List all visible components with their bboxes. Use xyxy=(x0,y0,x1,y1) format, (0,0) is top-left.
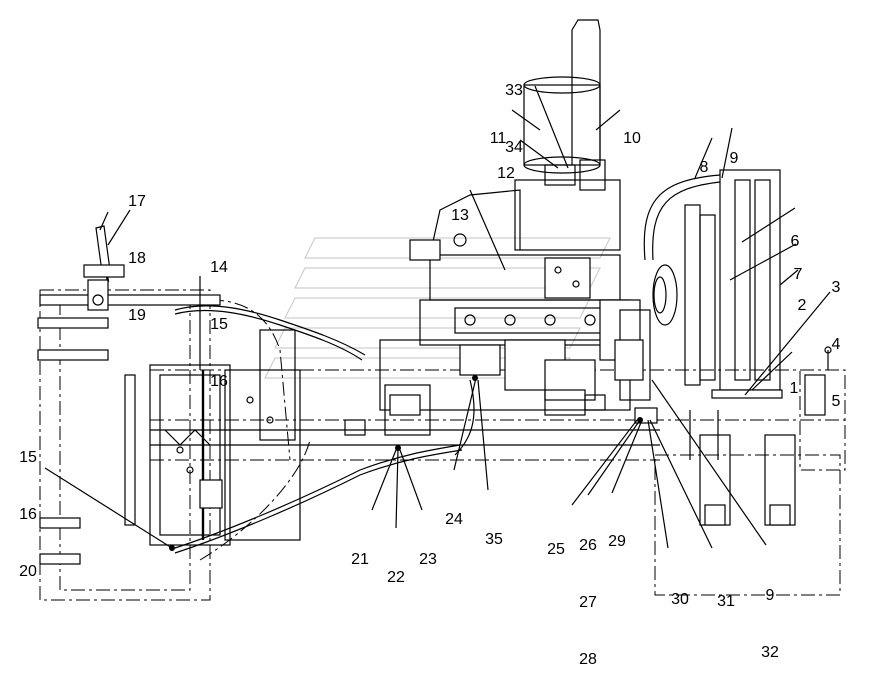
callout-2: 2 xyxy=(792,258,812,334)
callout-text: 5 xyxy=(831,393,841,410)
diagram-drawing xyxy=(37,19,846,601)
callout-31: 31 xyxy=(712,554,740,630)
callout-text: 16 xyxy=(210,373,228,390)
callout-text: 20 xyxy=(19,563,37,580)
intake-assembly xyxy=(409,19,621,261)
callout-text: 15 xyxy=(19,449,37,466)
callout-30: 30 xyxy=(666,552,694,628)
callout-9: 9 xyxy=(724,111,744,187)
callout-6: 6 xyxy=(785,194,805,270)
callout-13: 13 xyxy=(446,168,474,244)
callout-text: 22 xyxy=(387,569,405,586)
callout-text: 30 xyxy=(671,591,689,608)
chassis-left xyxy=(37,294,301,565)
callout-text: 6 xyxy=(790,233,800,250)
callout-text: 35 xyxy=(485,531,503,548)
callout-1: 1 xyxy=(784,341,804,417)
callout-text: 13 xyxy=(451,207,469,224)
callout-11: 11 xyxy=(484,91,512,167)
callout-text: 7 xyxy=(793,266,803,283)
callout-text: 2 xyxy=(797,297,807,314)
callout-15-16-20: 15 16 20 xyxy=(14,410,42,600)
callout-10: 10 xyxy=(618,91,646,167)
callout-text: 3 xyxy=(831,279,841,296)
callout-text: 24 xyxy=(445,511,463,528)
callout-21: 21 xyxy=(346,512,374,588)
engine-assembly-diagram: 1 2 3 4 5 6 7 8 9 10 11 12 13 14 15 16 1… xyxy=(14,19,846,668)
callout-text: 16 xyxy=(19,506,37,523)
callout-text: 8 xyxy=(699,159,709,176)
callout-text: 27 xyxy=(579,594,597,611)
callout-26-27-28: 26 27 28 xyxy=(574,498,602,688)
chassis-right xyxy=(150,346,832,526)
callout-text: 33 xyxy=(505,82,523,99)
callout-text: 34 xyxy=(505,139,523,156)
callout-35: 35 xyxy=(480,492,508,568)
callout-text: 31 xyxy=(717,593,735,610)
callout-text: 21 xyxy=(351,551,369,568)
callout-text: 28 xyxy=(579,651,597,668)
callout-text: 29 xyxy=(608,533,626,550)
radiator xyxy=(643,169,783,460)
callout-text: 11 xyxy=(489,130,507,147)
callout-25: 25 xyxy=(542,502,570,578)
callout-text: 26 xyxy=(579,537,597,554)
callout-12: 12 xyxy=(492,126,520,202)
engine-block xyxy=(344,254,651,436)
callout-text: 25 xyxy=(547,541,565,558)
callout-text: 23 xyxy=(419,551,437,568)
callout-text: 10 xyxy=(623,130,641,147)
callout-7: 7 xyxy=(788,227,808,303)
callout-text: 9 xyxy=(765,587,775,604)
callout-8: 8 xyxy=(694,120,714,196)
callout-33-34: 33 34 xyxy=(500,43,528,176)
callout-text: 4 xyxy=(831,336,841,353)
callout-14-15-16: 14 15 16 xyxy=(205,220,233,410)
callout-text: 19 xyxy=(128,307,146,324)
callout-3-4-5: 3 4 5 xyxy=(826,240,846,430)
callout-text: 17 xyxy=(128,193,146,210)
callout-text: 18 xyxy=(128,250,146,267)
callout-23: 23 xyxy=(414,512,442,588)
callout-29: 29 xyxy=(603,494,631,570)
callout-text: 15 xyxy=(210,316,228,333)
callout-17-18-19: 17 18 19 xyxy=(123,154,151,344)
callout-9-32: 9 32 xyxy=(756,548,784,681)
callout-text: 12 xyxy=(497,165,515,182)
callout-text: 32 xyxy=(761,644,779,661)
callout-text: 14 xyxy=(210,259,228,276)
callout-22: 22 xyxy=(382,530,410,606)
leader-lines xyxy=(44,85,831,551)
pedal-bracket xyxy=(83,225,125,311)
callout-text: 1 xyxy=(789,380,799,397)
callout-24: 24 xyxy=(440,472,468,548)
callout-text: 9 xyxy=(729,150,739,167)
